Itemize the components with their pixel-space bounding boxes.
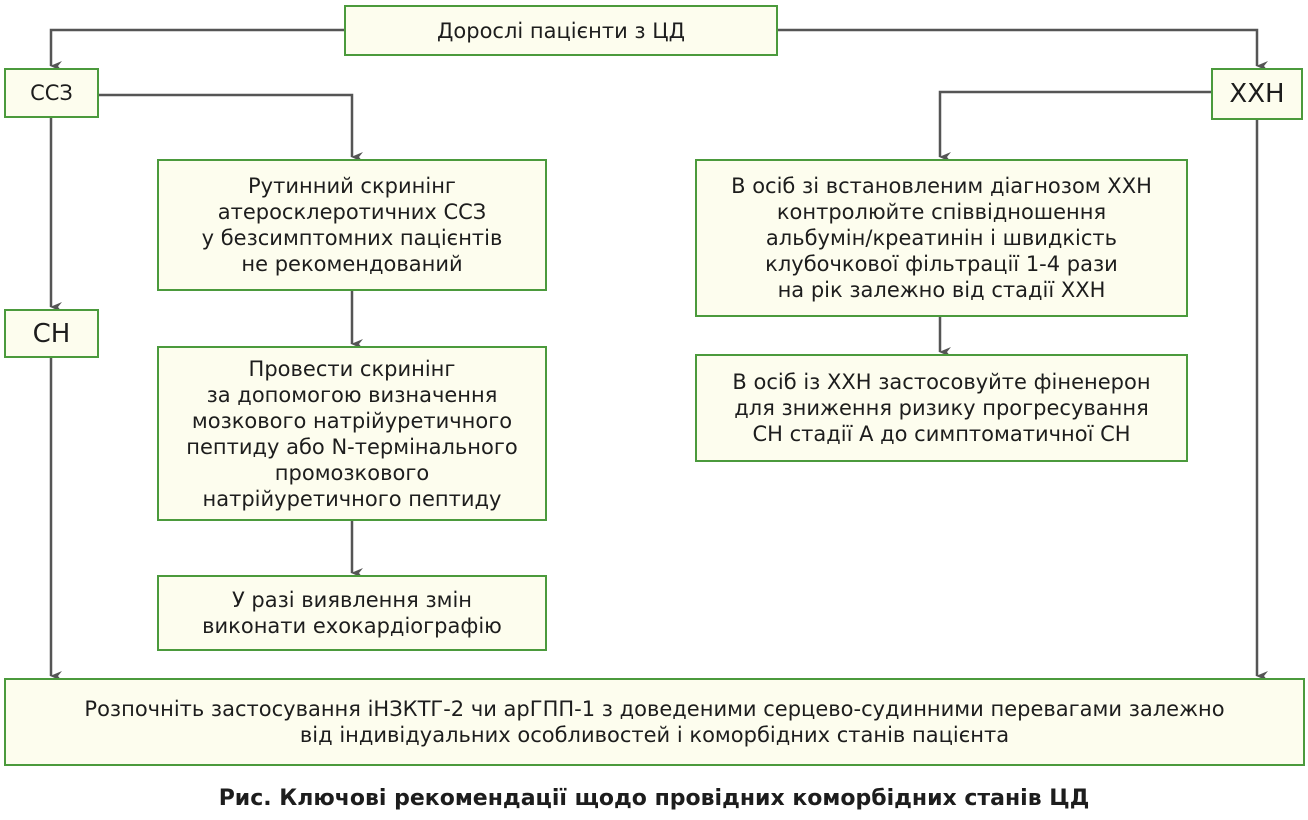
arrow-root-to-xxn	[777, 28, 1268, 71]
node-xxn: ХХН	[1211, 68, 1303, 120]
node-sn: СН	[4, 309, 99, 358]
node-xxn-control: В осіб зі встановленим діагнозом ХХН кон…	[695, 159, 1188, 317]
node-bnp-screening: Провести скринінг за допомогою визначенн…	[157, 346, 547, 521]
node-ssz: ССЗ	[4, 68, 99, 118]
node-finerenone: В осіб із ХХН застосовуйте фіненерон для…	[695, 354, 1188, 462]
arrow-ssz-to-screening	[98, 93, 363, 162]
node-final-recommendation: Розпочніть застосування іНЗКТГ-2 чи арГП…	[4, 678, 1305, 766]
arrow-root-to-ssz	[49, 28, 344, 71]
figure-caption: Рис. Ключові рекомендації щодо провідних…	[218, 786, 1090, 811]
node-adult-patients: Дорослі пацієнти з ЦД	[344, 5, 778, 56]
node-routine-screening: Рутинний скринінг атеросклеротичних ССЗ …	[157, 159, 547, 291]
arrow-xxn-to-control	[938, 90, 1211, 162]
node-echocardiography: У разі виявлення змін виконати ехокардіо…	[157, 575, 547, 651]
